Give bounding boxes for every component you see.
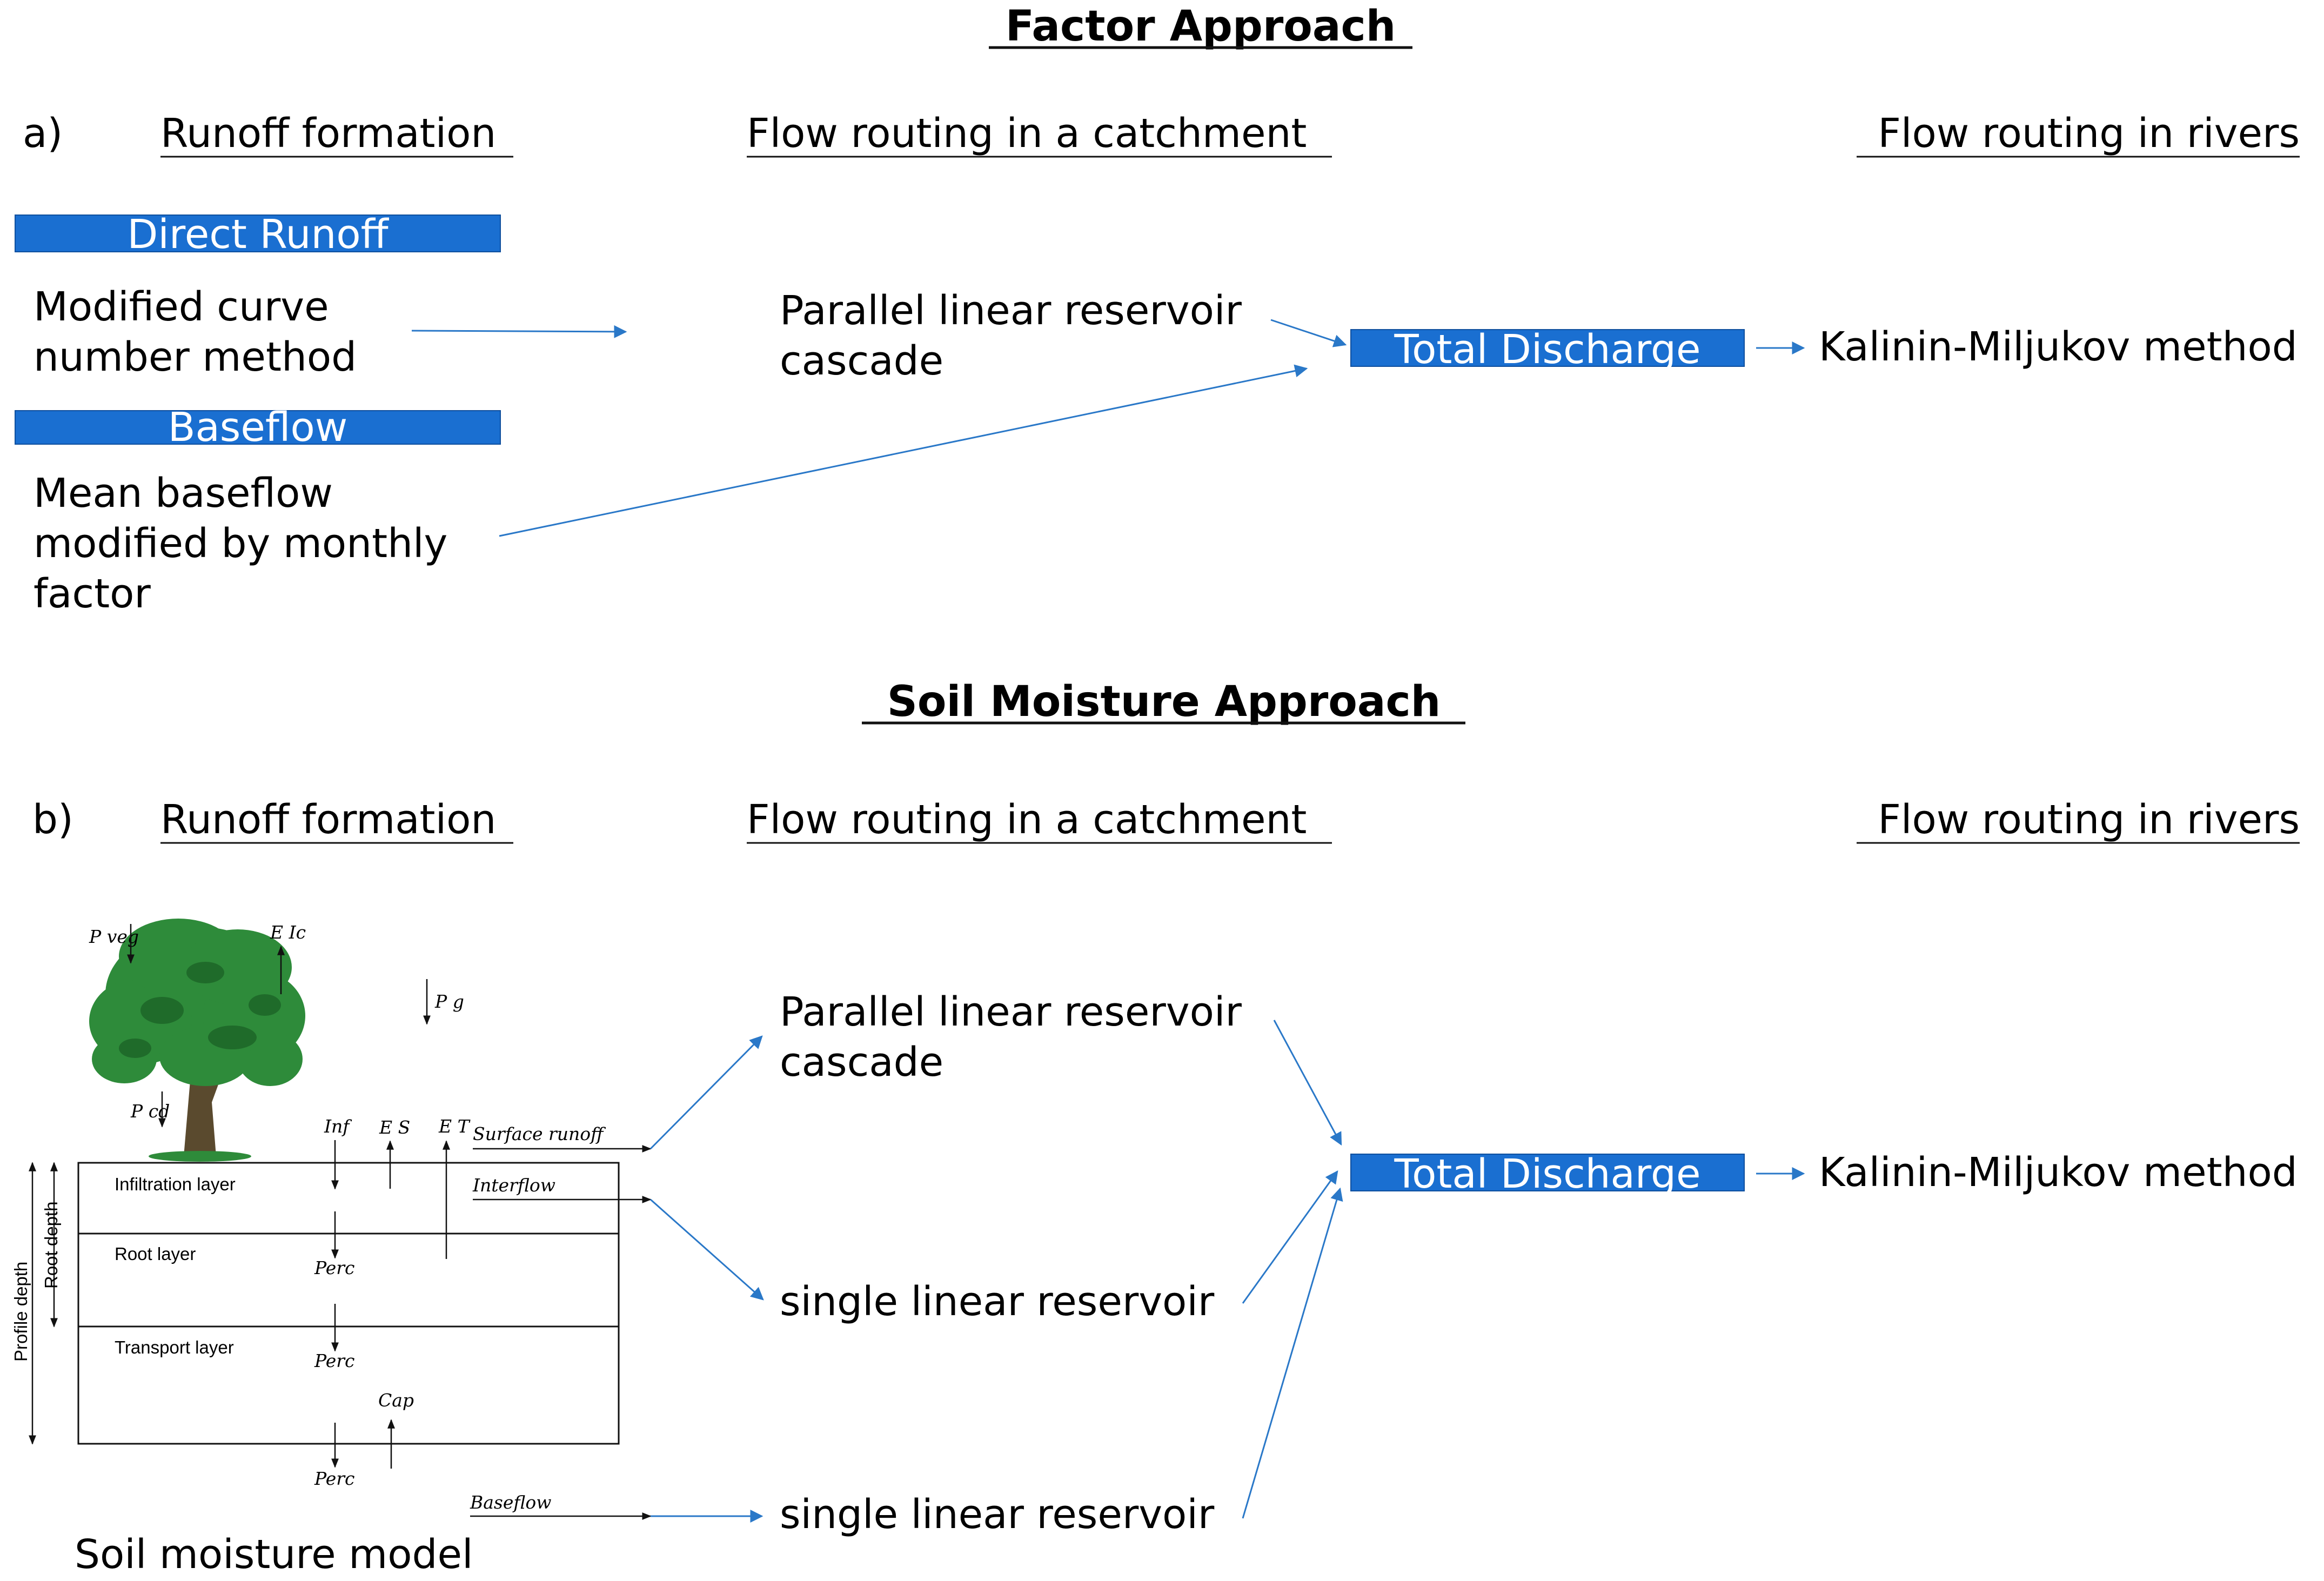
soil-total-discharge-label: Total Discharge	[1394, 1151, 1701, 1197]
label-root-depth: Root depth	[41, 1202, 61, 1289]
soil-reservoir-single-2: single linear reservoir	[780, 1491, 1215, 1538]
baseflow-label: Baseflow	[168, 404, 348, 451]
soil-moisture-model-diagram: P veg E Ic P g P cd Inf E S E T Surface …	[11, 919, 652, 1520]
factor-total-discharge-label: Total Discharge	[1394, 326, 1701, 373]
arrow-cascade-to-discharge	[1270, 319, 1347, 347]
soil-header-catchment: Flow routing in a catchment	[747, 796, 1307, 843]
factor-total-discharge-box	[1350, 329, 1745, 367]
direct-method-line2: number method	[34, 334, 357, 380]
arrow-direct-to-cascade	[411, 325, 627, 338]
soil-total-discharge-box	[1350, 1154, 1745, 1191]
factor-approach-section: Factor Approach a) Runoff formation Flow…	[15, 2, 2300, 617]
factor-reservoir-line1: Parallel linear reservoir	[780, 287, 1242, 334]
tree-canopy-shading	[119, 962, 281, 1058]
direct-runoff-box	[15, 215, 501, 252]
label-infiltration-layer: Infiltration layer	[115, 1174, 236, 1194]
label-e-s: E S	[379, 1117, 410, 1138]
soil-title: Soil Moisture Approach	[887, 678, 1441, 726]
arrow-surface-to-cascade	[649, 1035, 763, 1150]
label-perc-1: Perc	[314, 1257, 355, 1278]
label-e-ic: E Ic	[270, 922, 306, 943]
arrow-parallel-to-discharge	[1273, 1020, 1342, 1146]
label-perc-3: Perc	[314, 1468, 355, 1489]
soil-header-formation: Runoff formation	[160, 796, 496, 843]
factor-title: Factor Approach	[1006, 2, 1396, 51]
factor-header-catchment: Flow routing in a catchment	[747, 110, 1307, 157]
label-surface-runoff: Surface runoff	[473, 1123, 606, 1144]
arrow-baseflow-to-discharge	[499, 364, 1308, 537]
soil-profile-box	[77, 1162, 620, 1445]
soil-header-rivers: Flow routing in rivers	[1878, 796, 2300, 843]
label-p-cd: P cd	[130, 1101, 170, 1122]
arrow-single1-to-discharge	[1242, 1170, 1338, 1304]
soil-model-caption: Soil moisture model	[75, 1531, 473, 1578]
label-p-g: P g	[434, 991, 464, 1012]
label-interflow: Interflow	[472, 1175, 555, 1196]
arrow-single2-to-discharge	[1242, 1187, 1343, 1519]
baseflow-method-line2: modified by monthly	[34, 520, 447, 567]
direct-method-line1: Modified curve	[34, 284, 329, 330]
label-inf: Inf	[324, 1116, 352, 1137]
factor-reservoir-line2: cascade	[780, 338, 943, 384]
baseflow-box	[15, 410, 501, 445]
factor-river-method: Kalinin-Miljukov method	[1819, 324, 2298, 370]
label-cap: Cap	[378, 1390, 414, 1411]
label-baseflow-model: Baseflow	[470, 1492, 552, 1513]
direct-runoff-label: Direct Runoff	[127, 211, 389, 258]
factor-label: a)	[23, 110, 63, 157]
soil-label: b)	[32, 796, 73, 843]
soil-reservoir-single-1: single linear reservoir	[780, 1278, 1215, 1325]
label-e-t: E T	[438, 1116, 471, 1137]
factor-header-rivers: Flow routing in rivers	[1878, 110, 2300, 157]
baseflow-method-line1: Mean baseflow	[34, 470, 333, 517]
soil-reservoir-parallel-line1: Parallel linear reservoir	[780, 989, 1242, 1035]
soil-river-method: Kalinin-Miljukov method	[1819, 1149, 2298, 1196]
soil-moisture-approach-section: Soil Moisture Approach b) Runoff formati…	[11, 678, 2300, 1578]
factor-header-formation: Runoff formation	[160, 110, 496, 157]
baseflow-method-line3: factor	[34, 571, 151, 617]
tree-ground-shadow	[149, 1151, 251, 1162]
label-perc-2: Perc	[314, 1350, 355, 1371]
label-root-layer: Root layer	[115, 1244, 196, 1264]
soil-reservoir-parallel-line2: cascade	[780, 1039, 943, 1086]
tree-illustration	[89, 919, 305, 1162]
label-transport-layer: Transport layer	[115, 1337, 234, 1357]
label-profile-depth: Profile depth	[11, 1262, 31, 1362]
arrow-interflow-to-single	[650, 1198, 764, 1301]
